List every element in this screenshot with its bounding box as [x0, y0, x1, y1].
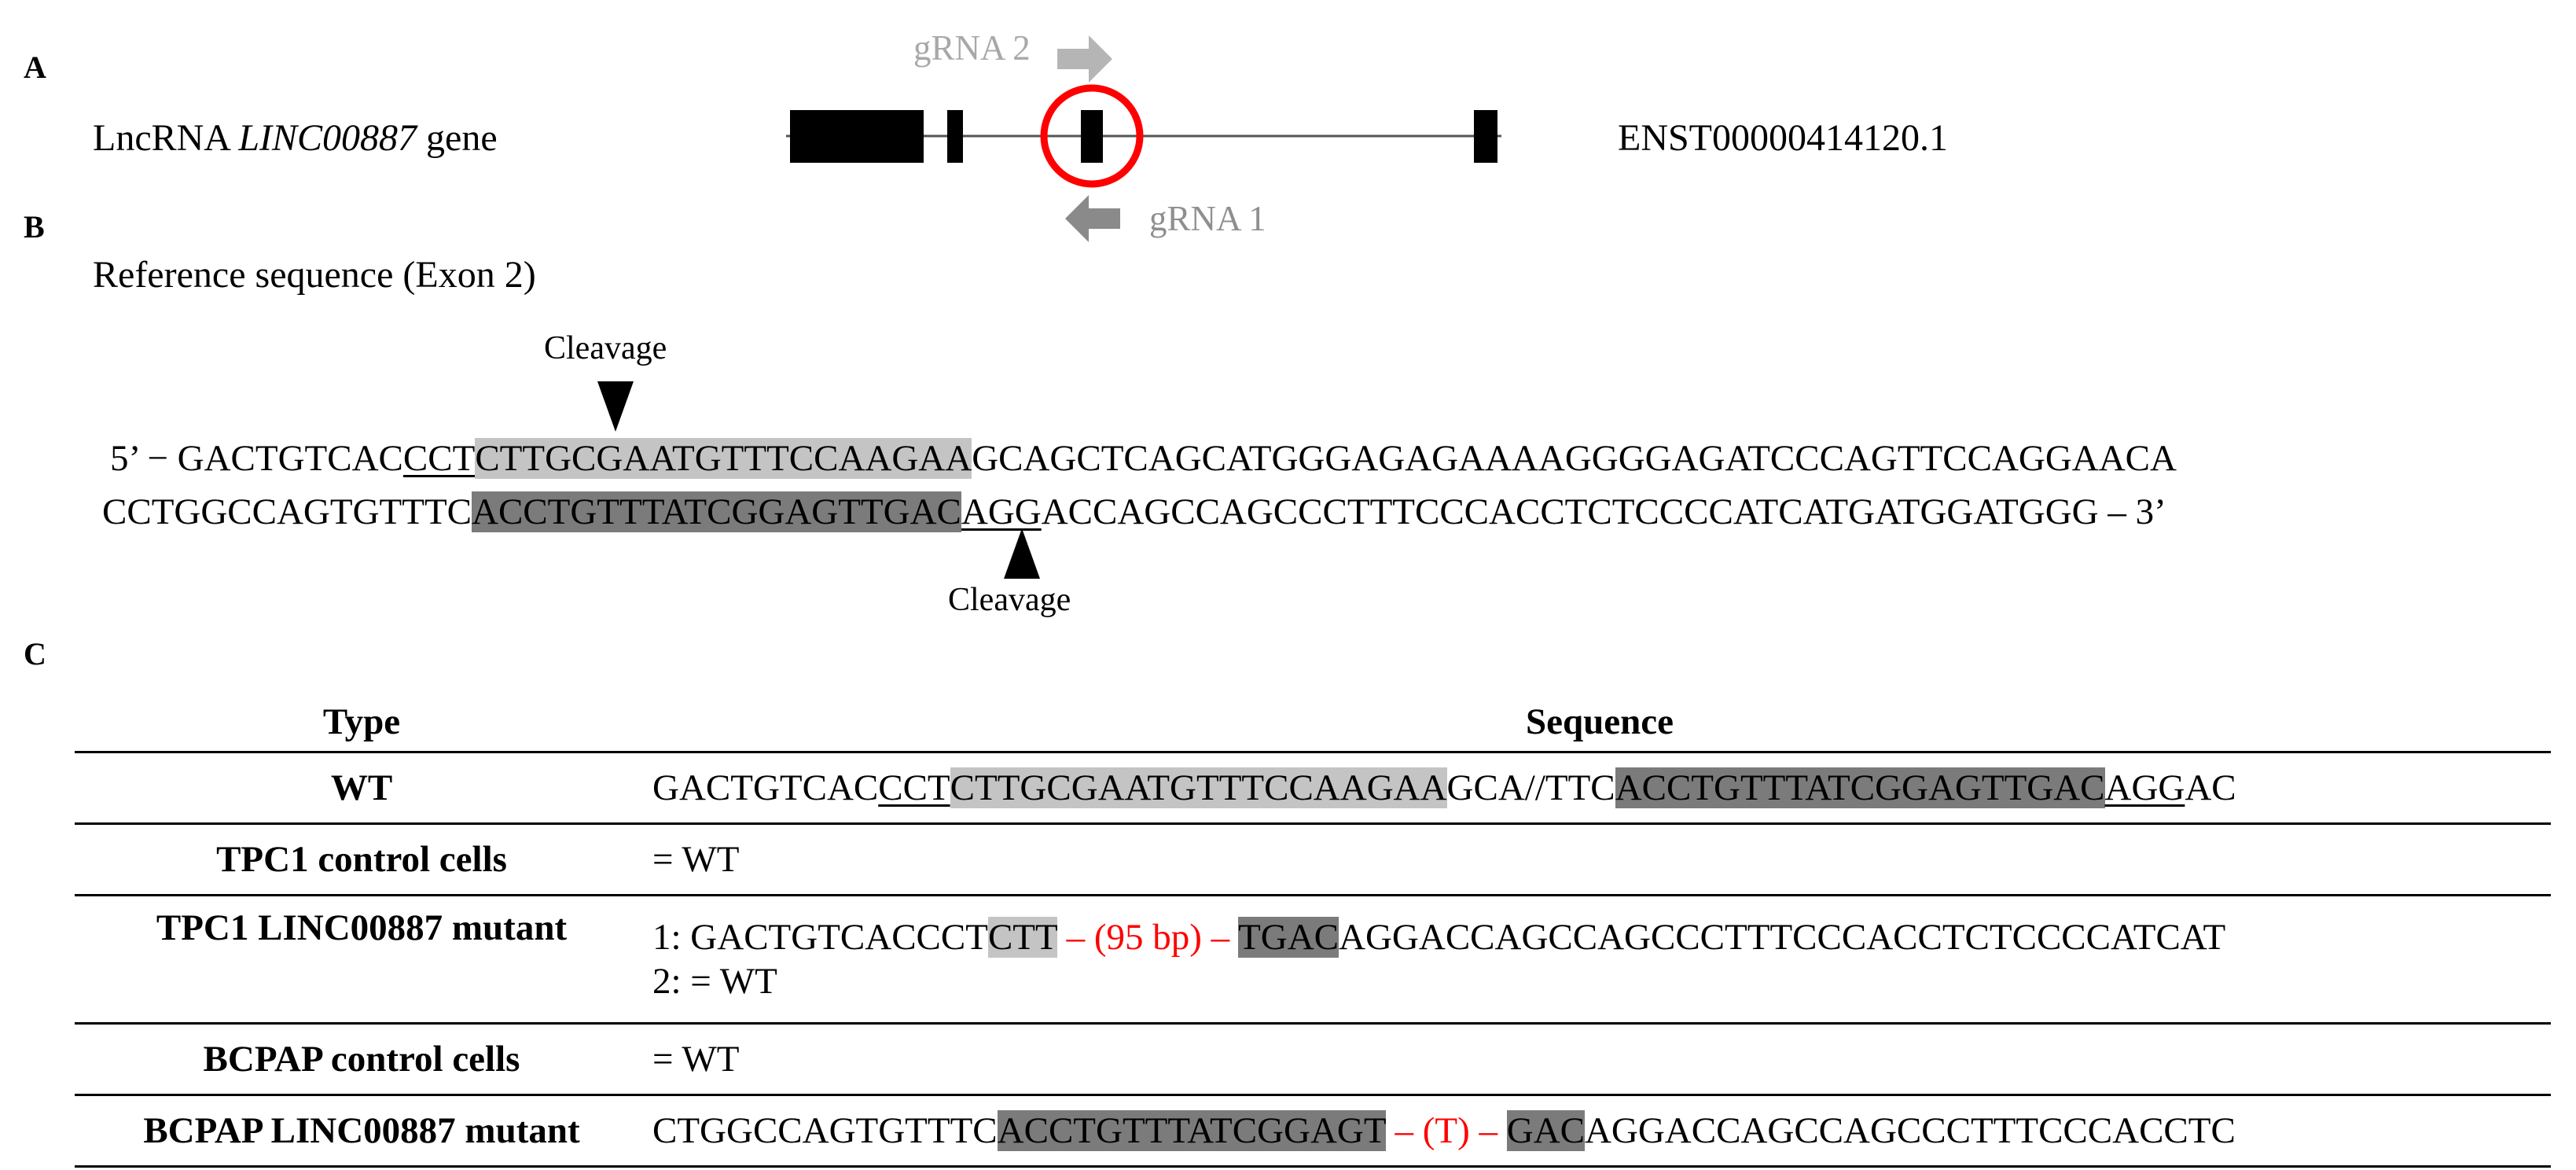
- exon-2: [1081, 110, 1103, 163]
- row-type: TPC1 LINC00887 mutant: [75, 894, 649, 1024]
- table-row: BCPAP LINC00887 mutant CTGGCCAGTGTTTCACC…: [75, 1094, 2551, 1168]
- sequence-header: Sequence: [1526, 701, 1674, 742]
- grna1-arrow: [1065, 195, 1120, 242]
- three-prime-marker: – 3’: [2098, 491, 2166, 532]
- ref2-plain: CCTGGCCAGTGTTTC: [102, 491, 472, 532]
- bcpap-seg-rest: AGGACCAGCCAGCCCTTTCCCACCTC: [1584, 1110, 2236, 1151]
- panel-c-label: C: [24, 636, 46, 671]
- row-sequence: CTGGCCAGTGTTTCACCTGTTTATCGGAGT – (T) – G…: [649, 1094, 2551, 1168]
- bcpap-seg-plain: CTGGCCAGTGTTTC: [652, 1110, 998, 1151]
- panel-a-label: A: [24, 50, 46, 85]
- panel-b-label: B: [24, 209, 45, 245]
- tpc1-seg-grna1: TGAC: [1238, 917, 1339, 958]
- gene-structure-diagram: [786, 35, 1501, 242]
- type-header: Type: [322, 701, 401, 742]
- gene-label-prefix: LncRNA: [93, 117, 239, 159]
- bcpap-deletion: – (T) –: [1385, 1110, 1507, 1151]
- wt-seg-plain: GACTGTCAC: [652, 767, 879, 808]
- grna2-label: gRNA 2: [913, 28, 1031, 68]
- table-header-row: Type Sequence: [75, 692, 2551, 752]
- genotype-table: Type Sequence WT GACTGTCACCCTCTTGCGAATGT…: [75, 692, 2551, 1168]
- tpc1-seg-plain: 1: GACTGTCACCCT: [652, 917, 988, 958]
- target-exon-circle: [1040, 84, 1144, 188]
- tpc1-seg-rest: AGGACCAGCCAGCCCTTTCCCACCTCTCCCCATCAT: [1339, 917, 2226, 958]
- cleavage-top-arrowhead: [597, 381, 634, 432]
- transcript-id: ENST00000414120.1: [1618, 117, 1948, 159]
- bcpap-seg-grna1b: GAC: [1506, 1110, 1585, 1151]
- reference-line-1: 5’ − GACTGTCACCCTCTTGCGAATGTTTCCAAGAAGCA…: [110, 435, 2177, 482]
- ref1-pam: CCT: [402, 438, 476, 479]
- ref2-rest: ACCAGCCAGCCCTTTCCCACCTCTCCCCATCATGATGGAT…: [1041, 491, 2099, 532]
- wt-seg-end: AC: [2185, 767, 2236, 808]
- table-row: TPC1 control cells = WT: [75, 822, 2551, 896]
- ref1-rest: GCAGCTCAGCATGGGAGAGAAAAGGGGAGATCCCAGTTCC…: [972, 438, 2177, 479]
- tpc1-deletion: – (95 bp) –: [1056, 917, 1239, 958]
- table-row: WT GACTGTCACCCTCTTGCGAATGTTTCCAAGAAGCA//…: [75, 751, 2551, 824]
- wt-seg-grna1: ACCTGTTTATCGGAGTTGAC: [1615, 767, 2105, 808]
- cleavage-top-label: Cleavage: [544, 330, 667, 366]
- cleavage-bottom-arrowhead: [1004, 528, 1040, 579]
- five-prime-marker: 5’ −: [110, 438, 178, 479]
- row-type: TPC1 control cells: [75, 822, 649, 896]
- table-row: BCPAP control cells = WT: [75, 1022, 2551, 1095]
- row-type: WT: [75, 751, 649, 824]
- gene-label: LncRNA LINC00887 gene: [93, 116, 498, 160]
- bcpap-seg-grna1a: ACCTGTTTATCGGAGT: [997, 1110, 1386, 1151]
- row-sequence: GACTGTCACCCTCTTGCGAATGTTTCCAAGAAGCA//TTC…: [649, 751, 2551, 824]
- ref2-pam: AGG: [961, 491, 1042, 532]
- exon-3: [1474, 110, 1497, 163]
- panel-b-title: Reference sequence (Exon 2): [93, 254, 536, 296]
- ref2-grna1-target: ACCTGTTTATCGGAGTTGAC: [472, 491, 961, 532]
- gene-label-suffix: gene: [417, 117, 498, 159]
- grna1-label: gRNA 1: [1149, 199, 1266, 238]
- row-sequence: = WT: [649, 822, 2551, 896]
- tpc1-seg-grna2: CTT: [987, 917, 1057, 958]
- row-type: BCPAP control cells: [75, 1022, 649, 1095]
- wt-seg-pam1: CCT: [878, 767, 950, 808]
- allele-2: 2: = WT: [652, 961, 777, 1002]
- gene-name: LINC00887: [238, 117, 417, 159]
- table-row: TPC1 LINC00887 mutant 1: GACTGTCACCCTCTT…: [75, 894, 2551, 1024]
- row-type: BCPAP LINC00887 mutant: [75, 1094, 649, 1168]
- allele-1: 1: GACTGTCACCCTCTT – (95 bp) – TGACAGGAC…: [652, 914, 2551, 961]
- exon-1b: [947, 110, 963, 163]
- wt-seg-gap: GCA//TTC: [1446, 767, 1615, 808]
- ref1-grna2-target: CTTGCGAATGTTTCCAAGAA: [475, 438, 972, 479]
- exon-1: [790, 110, 924, 163]
- row-sequence: 1: GACTGTCACCCTCTT – (95 bp) – TGACAGGAC…: [649, 894, 2551, 1024]
- reference-line-2: CCTGGCCAGTGTTTCACCTGTTTATCGGAGTTGACAGGAC…: [102, 488, 2166, 535]
- ref1-plain: GACTGTCAC: [177, 438, 403, 479]
- wt-seg-grna2: CTTGCGAATGTTTCCAAGAA: [950, 767, 1447, 808]
- wt-seg-pam2: AGG: [2104, 767, 2185, 808]
- grna2-arrow: [1057, 35, 1112, 83]
- cleavage-bottom-label: Cleavage: [948, 582, 1071, 618]
- row-sequence: = WT: [649, 1022, 2551, 1095]
